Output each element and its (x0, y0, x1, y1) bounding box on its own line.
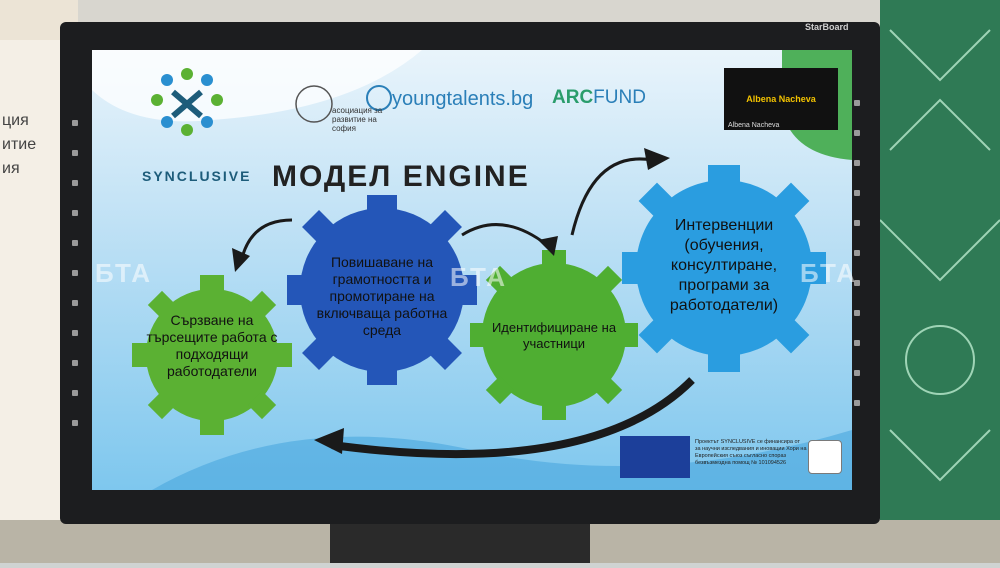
toolbar-button-icon[interactable] (72, 210, 78, 216)
gear-label-interventions: Интервенции (обучения, консултиране, про… (669, 217, 779, 314)
gear-label-identification: Идентифициране на участници (491, 320, 617, 351)
toolbar-button-icon[interactable] (72, 300, 78, 306)
video-call-tile[interactable] (724, 68, 838, 130)
arcfund-logo: ARCFUND (552, 87, 646, 109)
toolbar-button-icon[interactable] (72, 330, 78, 336)
toolbar-button-icon[interactable] (854, 160, 860, 166)
toolbar-button-icon[interactable] (72, 180, 78, 186)
toolbar-button-icon[interactable] (72, 390, 78, 396)
toolbar-button-icon[interactable] (72, 150, 78, 156)
banner-text-line: итие (2, 136, 37, 153)
toolbar-button-icon[interactable] (854, 250, 860, 256)
toolbar-button-icon[interactable] (854, 130, 860, 136)
toolbar-button-icon[interactable] (854, 370, 860, 376)
room-right-pattern (879, 0, 1000, 563)
pattern-graphic (879, 29, 1000, 482)
synclusive-logo (151, 68, 223, 136)
eu-flag (620, 436, 690, 478)
toolbar-button-icon[interactable] (854, 100, 860, 106)
banner-text-line: ция (2, 112, 29, 129)
participant-name: Albena Nacheva (746, 94, 816, 104)
banner-text-line: ия (2, 160, 20, 177)
synclusive-wordmark: SYNCLUSIVE (142, 168, 252, 184)
toolbar-button-icon[interactable] (854, 220, 860, 226)
toolbar-button-icon[interactable] (854, 340, 860, 346)
left-banner: ция итие ия (0, 40, 70, 563)
arcfund-logo-part: ARC (552, 87, 594, 108)
monitor-stand (330, 524, 590, 563)
watermark: БТА (450, 262, 508, 292)
toolbar-button-icon[interactable] (854, 400, 860, 406)
youngtalents-logo: youngtalents.bg (392, 88, 534, 110)
left-toolbar[interactable] (72, 120, 80, 450)
gear-label-literacy: Повишаване на грамотността и промотиране… (316, 254, 448, 338)
watermark: БТА (95, 258, 153, 288)
toolbar-button-icon[interactable] (854, 190, 860, 196)
slide-title: МОДЕЛ ENGINE (272, 160, 530, 193)
toolbar-button-icon[interactable] (72, 270, 78, 276)
participant-caption: Albena Nacheva (728, 122, 780, 129)
partner-badge-icon (808, 440, 842, 474)
monitor-brand: StarBoard (805, 22, 849, 32)
association-label: асоциация за развитие на софия (332, 106, 383, 133)
toolbar-button-icon[interactable] (72, 120, 78, 126)
toolbar-button-icon[interactable] (72, 240, 78, 246)
arcfund-logo-part: FUND (593, 87, 646, 108)
watermark: БТА (800, 258, 858, 288)
eu-funding-notice: Проектът SYNCLUSIVE се финансира от за н… (695, 439, 807, 466)
toolbar-button-icon[interactable] (72, 420, 78, 426)
presentation-screen: Проектът SYNCLUSIVE се финансира от за н… (92, 50, 852, 490)
toolbar-button-icon[interactable] (72, 360, 78, 366)
right-toolbar[interactable] (854, 100, 862, 430)
toolbar-button-icon[interactable] (854, 280, 860, 286)
toolbar-button-icon[interactable] (854, 310, 860, 316)
association-logo (295, 85, 333, 123)
gear-label-matching: Сързване на търсещите работа с подходящи… (146, 312, 278, 379)
